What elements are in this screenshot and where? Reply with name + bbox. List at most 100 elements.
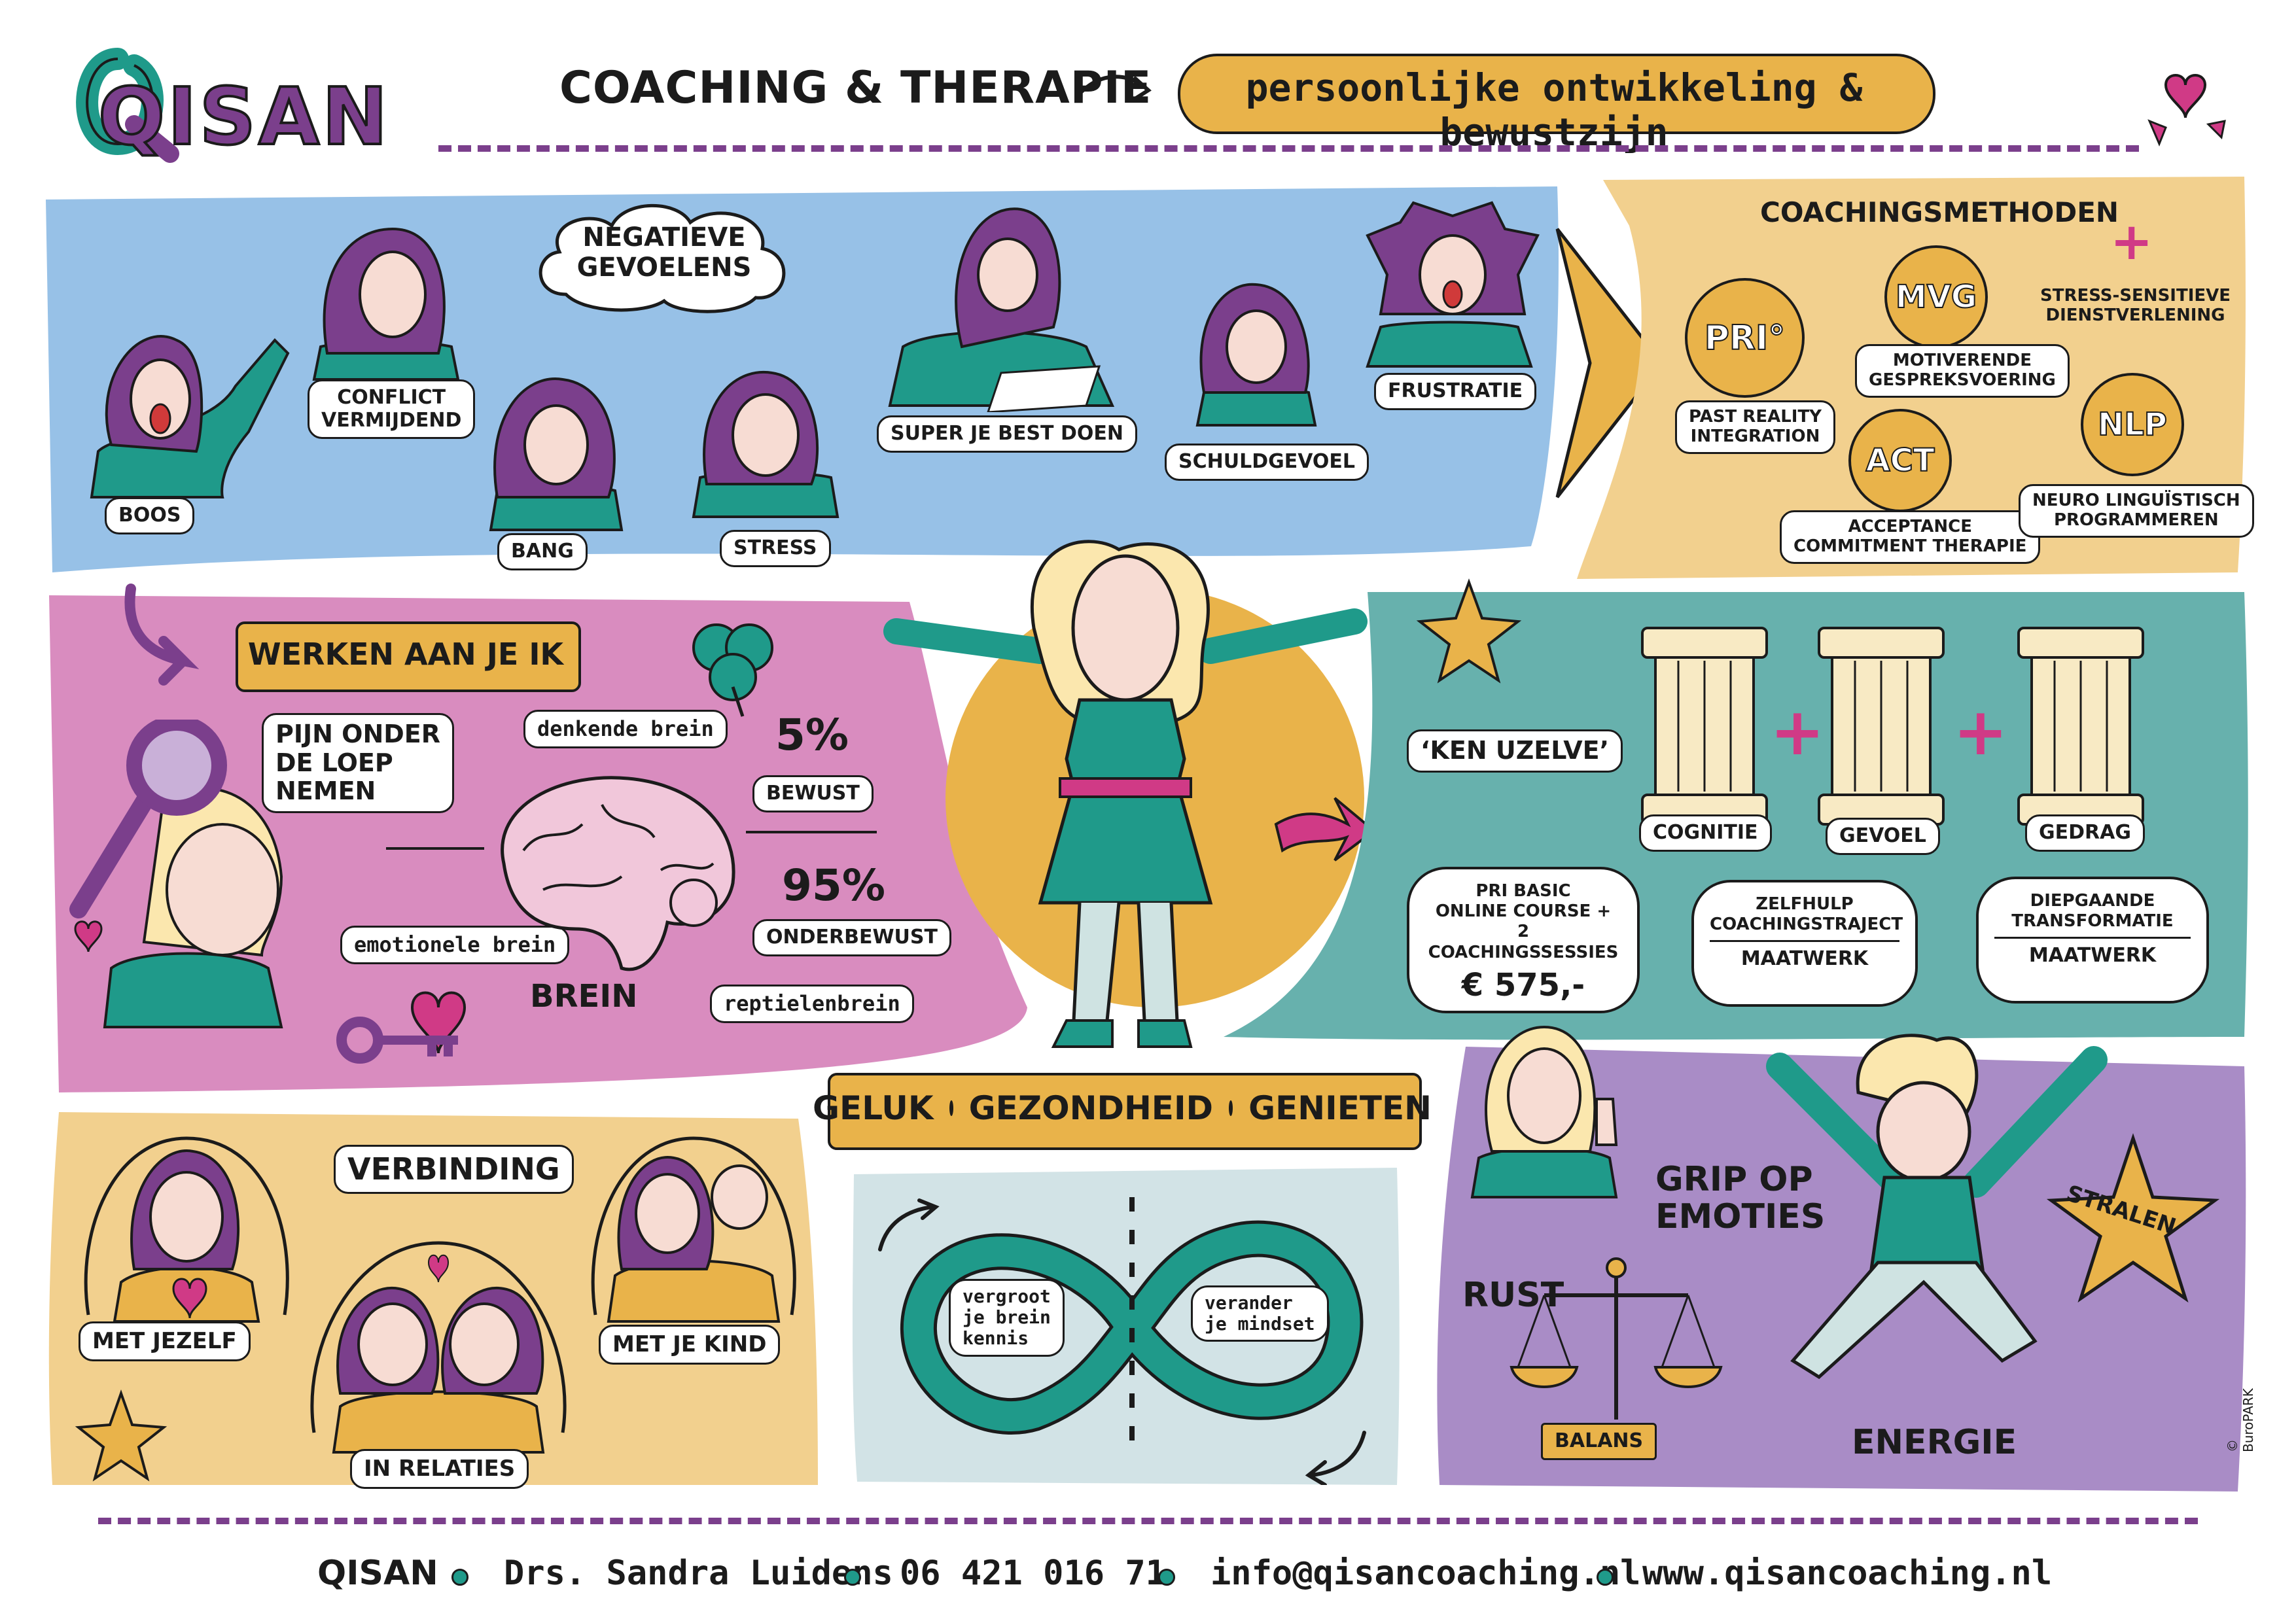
label-gedrag: GEDRAG	[2025, 814, 2145, 852]
page-title: COACHING & THERAPIE	[559, 62, 1152, 114]
figure-met-jezelf	[84, 1136, 289, 1323]
clover-icon	[692, 623, 773, 717]
figure-met-je-kind	[591, 1136, 796, 1323]
label-gevoel: GEVOEL	[1826, 818, 1940, 855]
figure-schuldgevoel	[1195, 283, 1317, 427]
label-emotionele-brein: emotionele brein	[340, 926, 570, 964]
pillar-gedrag	[2017, 627, 2144, 826]
label-super: SUPER JE BEST DOEN	[877, 415, 1137, 453]
figure-stress	[692, 370, 839, 518]
offer-pri: PRI BASIC ONLINE COURSE + 2 COACHINGSSES…	[1407, 867, 1640, 1013]
credit: © BuroPARK	[2225, 1388, 2256, 1452]
figure-jumping	[1766, 1034, 2108, 1380]
label-schuldgevoel: SCHULDGEVOEL	[1165, 444, 1369, 481]
bullet-dot	[949, 1100, 953, 1116]
bullet-dot	[1597, 1569, 1614, 1586]
figure-conflict	[312, 227, 460, 381]
label-bewust: BEWUST	[752, 775, 874, 812]
label-onderbewust: ONDERBEWUST	[752, 919, 951, 956]
offer-diepgaand-text: DIEPGAANDE TRANSFORMATIE	[1994, 891, 2191, 939]
label-brein: BREIN	[530, 978, 638, 1015]
label-boos: BOOS	[105, 497, 195, 534]
heart-icon	[74, 920, 103, 952]
label-act: ACCEPTANCE COMMITMENT THERAPIE	[1780, 510, 2041, 564]
logo-mark-icon	[76, 48, 179, 163]
divider-line	[386, 847, 484, 850]
bullet-dot	[1229, 1100, 1233, 1116]
footer-email[interactable]: info@qisancoaching.nl	[1210, 1554, 1641, 1593]
label-energie: ENERGIE	[1852, 1423, 2017, 1462]
star-icon	[75, 1389, 168, 1482]
label-pri: PAST REALITY INTEGRATION	[1675, 400, 1836, 454]
figure-frustratie	[1366, 201, 1540, 368]
tagline-pill	[1178, 54, 1935, 134]
bottom-divider	[98, 1518, 2198, 1524]
footer-person: Drs. Sandra Luidens	[504, 1554, 893, 1593]
motto-row: GELUK GEZONDHEID GENIETEN	[813, 1089, 1432, 1127]
offer-diepgaand: DIEPGAANDE TRANSFORMATIE MAATWERK	[1976, 877, 2209, 1003]
label-grip: GRIP OP EMOTIES	[1655, 1160, 1826, 1237]
figure-super	[888, 207, 1115, 412]
arrow-curved-icon	[878, 1198, 940, 1251]
pillar-gevoel	[1818, 627, 1945, 826]
figure-thumbs-up	[1470, 1025, 1618, 1198]
top-divider	[438, 145, 2139, 152]
label-in-relaties: IN RELATIES	[350, 1449, 529, 1490]
plus-icon: +	[2110, 213, 2153, 271]
key-heart-icon	[336, 991, 467, 1064]
cloud-text: NEGATIEVE GEVOELENS	[576, 222, 752, 283]
label-conflict: CONFLICT VERMIJDEND	[308, 379, 476, 439]
label-met-jezelf: MET JEZELF	[79, 1321, 251, 1362]
hearts-icon	[2147, 74, 2226, 147]
verbinding-title: VERBINDING	[334, 1145, 574, 1194]
offer-zelfhulp-text: ZELFHULP COACHINGSTRAJECT	[1710, 894, 1903, 943]
label-stress: STRESS	[720, 530, 831, 567]
label-frustratie: FRUSTRATIE	[1374, 373, 1537, 410]
motto-pill	[828, 1073, 1422, 1150]
footer-web[interactable]: www.qisancoaching.nl	[1642, 1554, 2053, 1593]
offer-diepgaand-extra: MAATWERK	[2028, 944, 2157, 968]
brain-icon	[501, 776, 735, 971]
infinity-left-text: vergroot je brein kennis	[949, 1279, 1065, 1357]
logo-text: QISAN	[97, 71, 391, 164]
plus-icon: +	[1770, 693, 1825, 770]
results-panel	[1437, 1047, 2246, 1492]
scale-icon	[1510, 1257, 1723, 1420]
motto-genieten: GENIETEN	[1248, 1089, 1432, 1127]
star-icon	[2046, 1133, 2220, 1303]
plus-icon: +	[1953, 693, 2008, 770]
arrow-curved-icon	[1305, 1431, 1366, 1485]
infinity-right-text: verander je mindset	[1191, 1285, 1329, 1342]
motto-gezondheid: GEZONDHEID	[968, 1089, 1214, 1127]
motto-geluk: GELUK	[813, 1089, 934, 1127]
figure-in-relaties	[310, 1241, 567, 1454]
offer-zelfhulp: ZELFHULP COACHINGSTRAJECT MAATWERK	[1691, 880, 1918, 1007]
bullet-dot	[844, 1569, 861, 1586]
nlp-circle: NLP	[2081, 373, 2184, 476]
act-circle: ACT	[1848, 409, 1952, 512]
arrow-down-icon	[124, 584, 200, 686]
figure-bang	[489, 377, 624, 531]
offer-zelfhulp-extra: MAATWERK	[1740, 947, 1869, 971]
footer-phone: 06 421 016 71	[900, 1554, 1166, 1593]
label-met-je-kind: MET JE KIND	[599, 1325, 781, 1365]
label-bang: BANG	[497, 533, 588, 570]
logo	[72, 39, 412, 170]
offer-pri-text: PRI BASIC ONLINE COURSE + 2 COACHINGSSES…	[1428, 881, 1619, 962]
werken-title: WERKEN AAN JE IK	[247, 637, 564, 672]
offer-pri-price: € 575,-	[1461, 966, 1585, 1003]
arrow-right-icon	[1080, 75, 1152, 101]
star-icon	[1416, 578, 1522, 684]
methods-title: COACHINGSMETHODEN	[1760, 196, 2119, 228]
label-stress-sensitive: STRESS-SENSITIEVE DIENSTVERLENING	[2040, 286, 2231, 325]
label-mvg: MOTIVERENDE GESPREKSVOERING	[1855, 344, 2070, 398]
chevron-right-icon	[1555, 228, 1665, 498]
infinity-loop-icon	[900, 1197, 1364, 1459]
pct-onderbewust: 95%	[782, 860, 885, 911]
label-loep: PIJN ONDER DE LOEP NEMEN	[262, 713, 455, 814]
pct-bewust: 5%	[775, 710, 849, 760]
pri-circle: PRI°	[1685, 278, 1805, 398]
tagline: persoonlijke ontwikkeling & bewustzijn	[1245, 65, 1863, 154]
label-balans: BALANS	[1541, 1423, 1657, 1460]
label-ken-uzelve: ‘KEN UZELVE’	[1407, 729, 1623, 773]
